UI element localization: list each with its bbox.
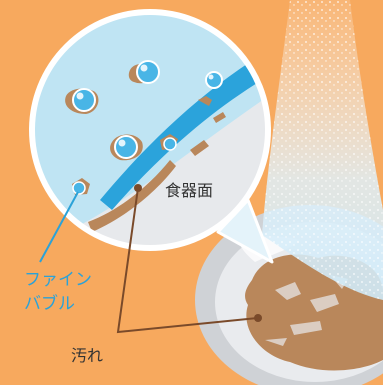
dirt-layer: [88, 112, 226, 232]
fine-bubble-icon: [136, 60, 160, 84]
dirt-particle: [198, 96, 212, 106]
dirt-label: 汚れ: [71, 346, 104, 365]
dirt-leader-dot: [254, 314, 262, 322]
fine-bubble-label-text: ファイン バブル: [24, 270, 92, 314]
dish-surface-region: [32, 95, 268, 248]
magnifier-view: [29, 9, 271, 251]
fine-bubble-icon: [72, 88, 96, 112]
dirt-leader-dot: [134, 184, 142, 192]
fine-bubble-icon: [205, 71, 223, 89]
water-band: [100, 62, 262, 210]
fine-bubble-label: ファイン バブル: [24, 268, 104, 316]
bubble-leader-line: [39, 191, 79, 263]
dish-surface-label: 食器面: [165, 181, 214, 200]
shower-spray-icon: [262, 0, 383, 300]
dirt-leader-line: [116, 187, 259, 334]
fine-bubble-icon: [163, 137, 177, 151]
fine-bubble-icon: [114, 135, 138, 159]
fine-bubble-icon: [72, 181, 86, 195]
